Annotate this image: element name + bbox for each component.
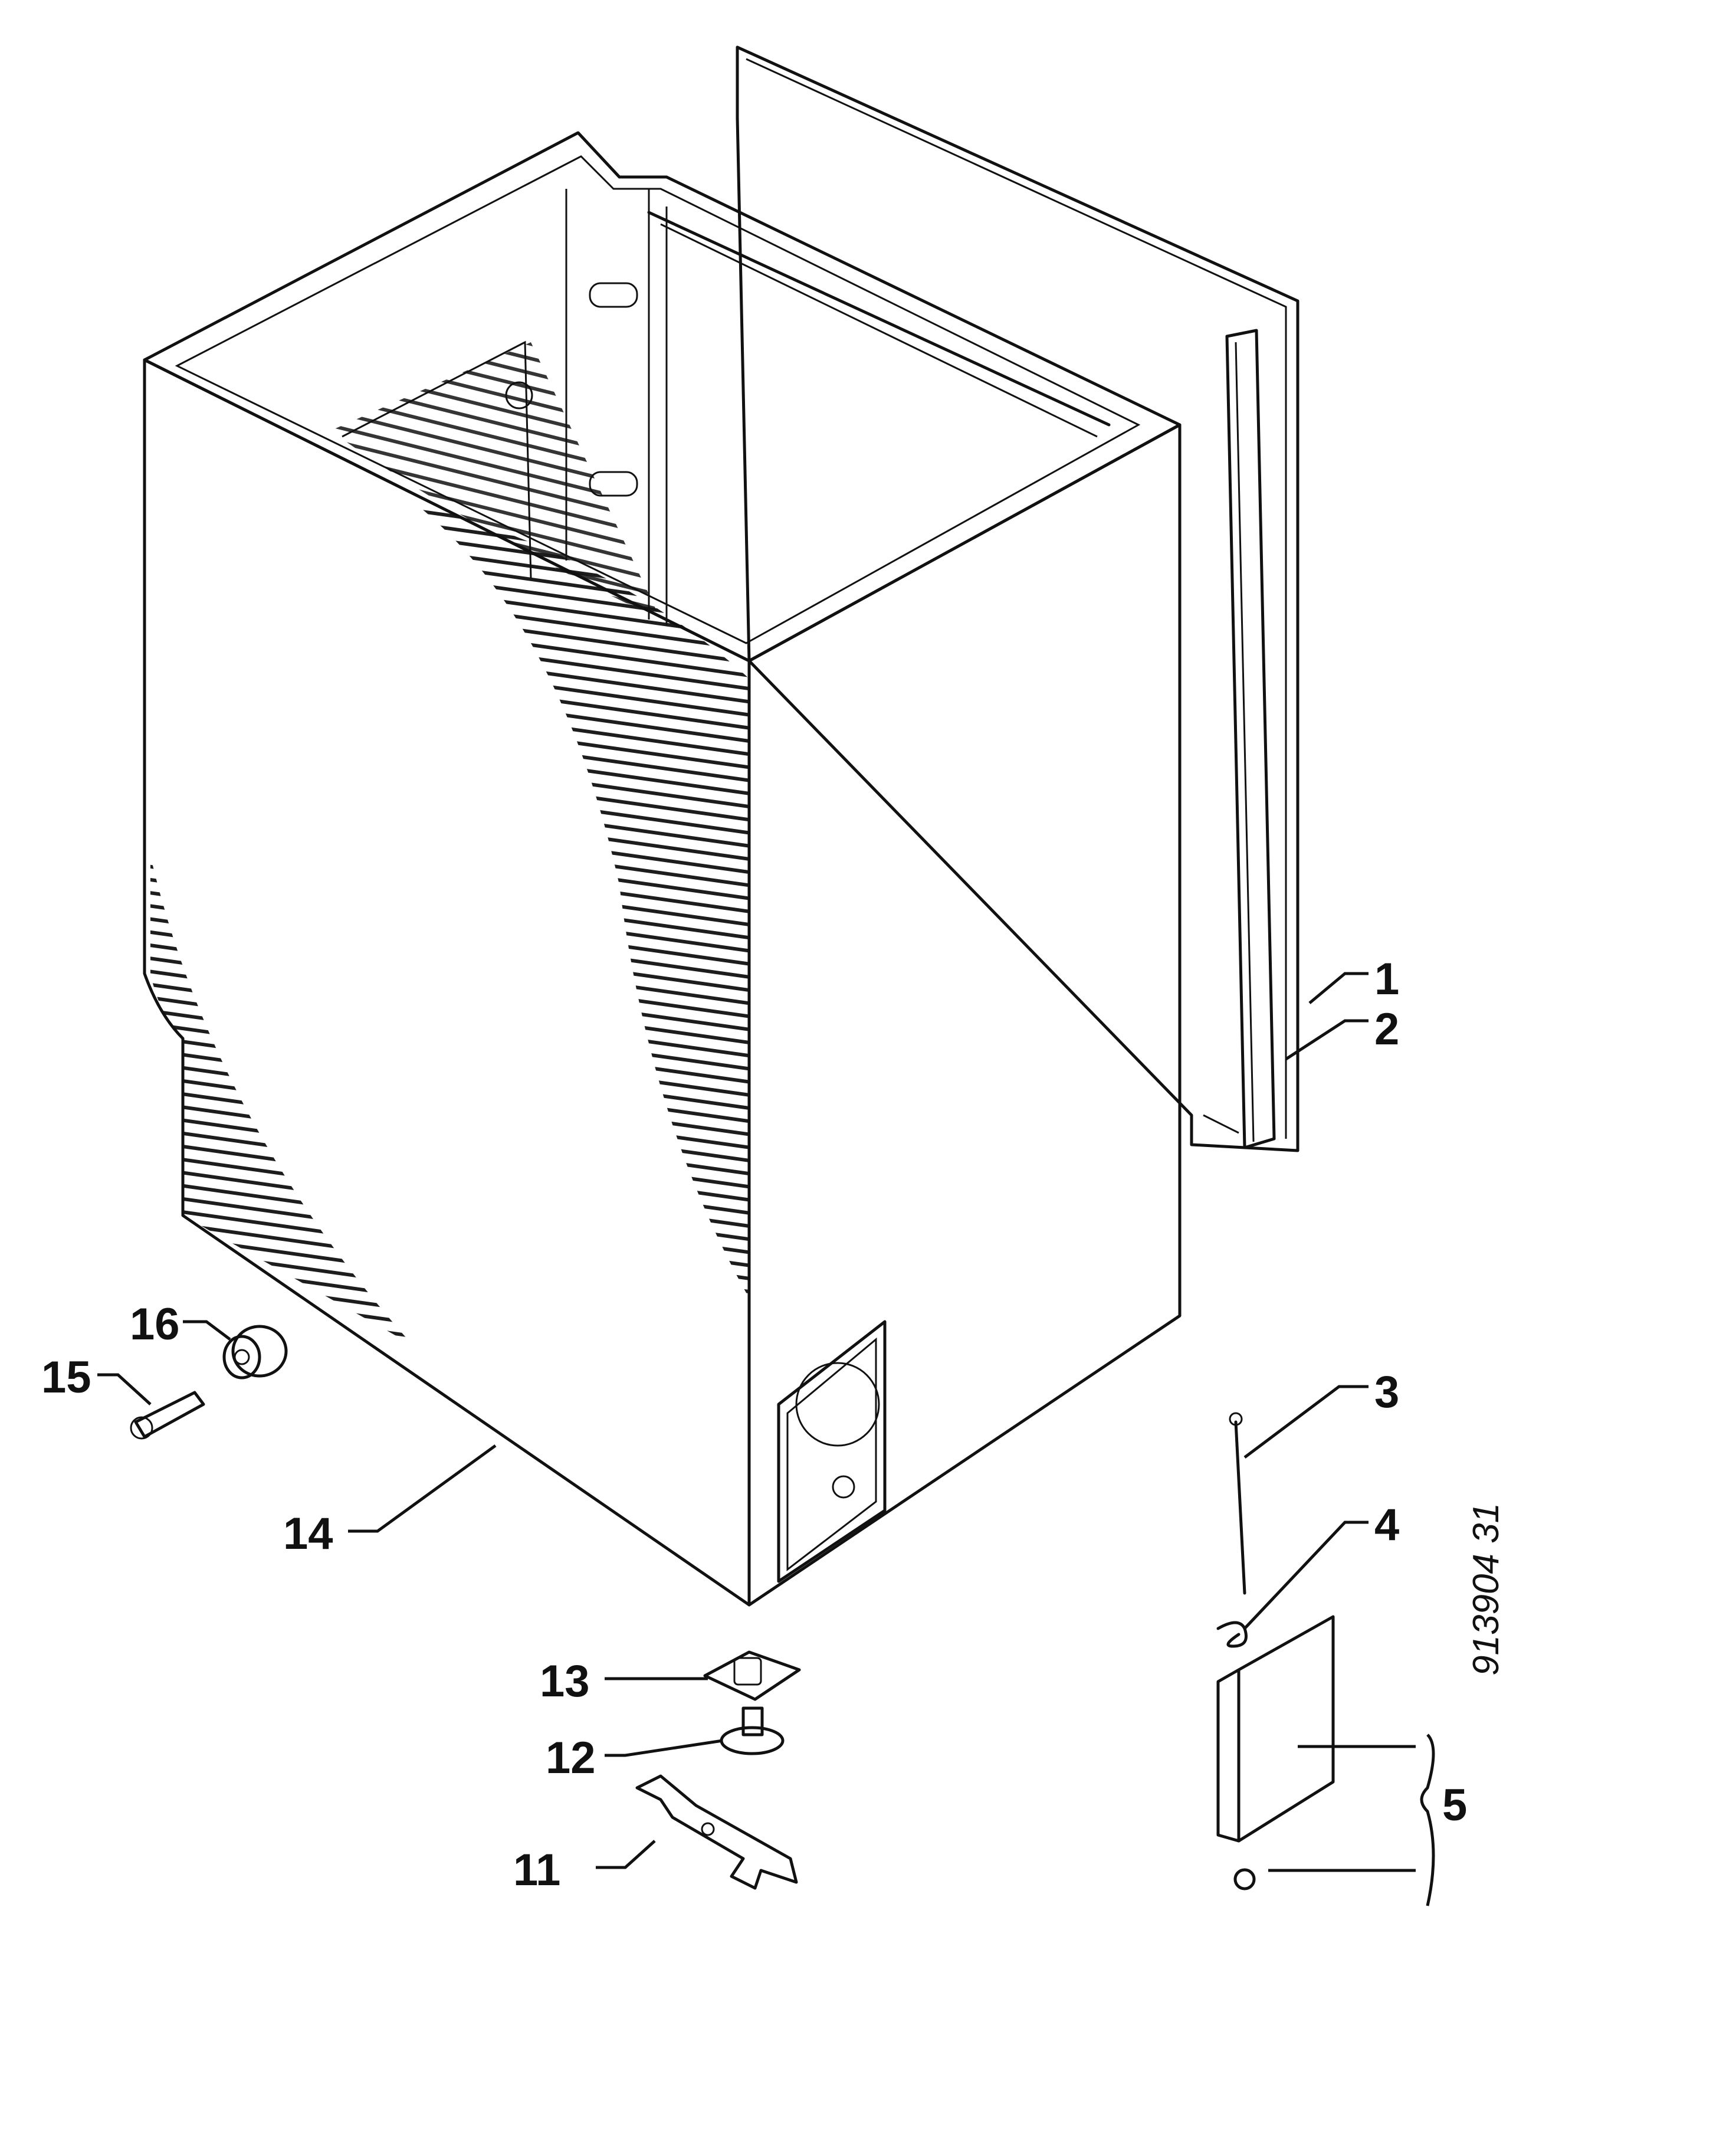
seal-strip <box>1203 329 1276 1149</box>
callout-13: 13 <box>540 1656 590 1706</box>
door-panel-part <box>1216 1615 1335 1890</box>
clip-part <box>130 1391 205 1440</box>
callout-16: 16 <box>130 1299 180 1349</box>
leader-lines <box>97 972 1435 1906</box>
callout-11: 11 <box>513 1845 560 1895</box>
foot-plate-part <box>703 1650 801 1701</box>
callout-5: 5 <box>1442 1780 1467 1830</box>
callout-3: 3 <box>1374 1367 1399 1417</box>
spring-part <box>1216 1621 1248 1648</box>
callout-1: 1 <box>1374 954 1399 1004</box>
callout-labels: 1 2 3 4 5 11 12 13 14 15 16 <box>41 954 1467 1895</box>
document-number: 913904 31 <box>1466 1503 1507 1676</box>
callout-12: 12 <box>546 1733 596 1783</box>
bushing-part <box>222 1325 288 1380</box>
back-panel <box>647 45 1299 1152</box>
rod-part <box>1229 1412 1246 1595</box>
callout-2: 2 <box>1374 1004 1399 1054</box>
callout-15: 15 <box>41 1352 91 1403</box>
cabinet-body <box>143 131 1182 1607</box>
adjustable-foot-part <box>720 1706 785 1755</box>
bracket-part <box>635 1774 798 1890</box>
callout-14: 14 <box>283 1509 333 1559</box>
callout-4: 4 <box>1374 1500 1399 1550</box>
